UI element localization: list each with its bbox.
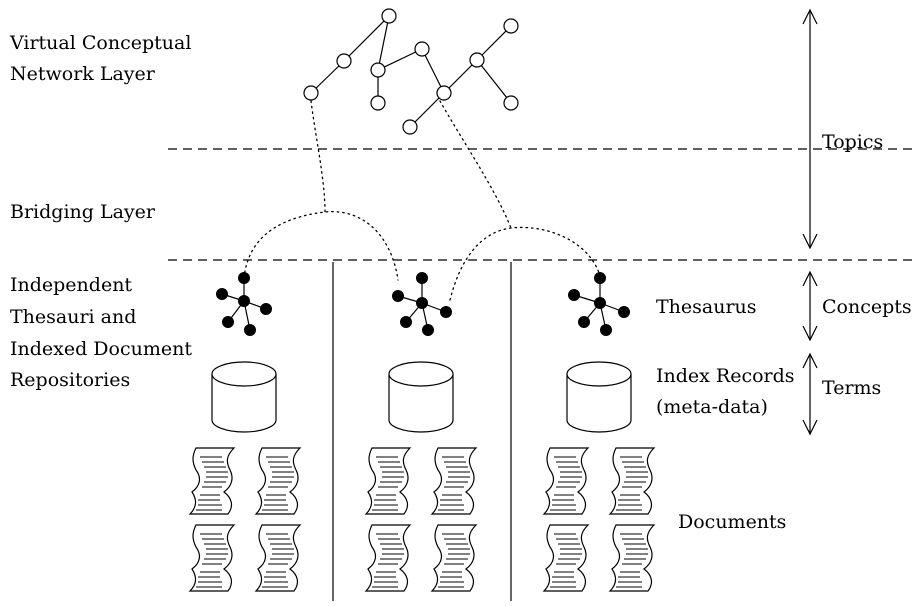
concept-node bbox=[402, 119, 418, 135]
bridging-links bbox=[243, 100, 601, 301]
independent-layer-label-line2: Thesauri and bbox=[10, 306, 136, 328]
documents-label: Documents bbox=[678, 511, 786, 533]
index-records-database bbox=[566, 361, 632, 433]
terms-scale-arrow bbox=[802, 352, 818, 436]
document-icon bbox=[609, 524, 655, 592]
concept-node bbox=[436, 85, 452, 101]
documents-group-1 bbox=[189, 447, 301, 592]
index-records-database bbox=[211, 361, 277, 433]
index-records-database bbox=[388, 361, 454, 433]
document-icon bbox=[431, 524, 477, 592]
concept-node bbox=[469, 52, 485, 68]
concept-node bbox=[381, 8, 397, 24]
documents-group-2 bbox=[365, 447, 477, 592]
thesaurus-graph-1 bbox=[216, 272, 272, 336]
topics-scale-arrow bbox=[802, 8, 818, 250]
thesaurus-label: Thesaurus bbox=[656, 296, 757, 318]
document-icon bbox=[365, 524, 411, 592]
thesaurus-graph-2 bbox=[392, 272, 452, 336]
concept-node bbox=[503, 18, 519, 34]
bridging-layer-label: Bridging Layer bbox=[10, 201, 156, 223]
document-icon bbox=[365, 447, 411, 515]
concept-node bbox=[370, 62, 386, 78]
documents-group-3 bbox=[543, 447, 655, 592]
thesaurus-graph-3 bbox=[568, 272, 630, 336]
document-icon bbox=[543, 524, 589, 592]
independent-layer-label-line3: Indexed Document bbox=[10, 338, 192, 360]
index-records-label-line1: Index Records bbox=[656, 365, 795, 387]
document-icon bbox=[431, 447, 477, 515]
document-icon bbox=[189, 524, 235, 592]
topics-scale-label: Topics bbox=[822, 131, 883, 153]
terms-scale-label: Terms bbox=[822, 377, 881, 399]
concept-node bbox=[503, 95, 519, 111]
concept-node bbox=[336, 53, 352, 69]
concepts-scale-label: Concepts bbox=[822, 296, 912, 318]
concept-node bbox=[303, 85, 319, 101]
document-icon bbox=[255, 524, 301, 592]
independent-layer-label-line4: Repositories bbox=[10, 369, 130, 391]
index-records-label-line2: (meta-data) bbox=[656, 396, 768, 418]
concept-node bbox=[370, 95, 386, 111]
virtual-layer-label-line2: Network Layer bbox=[10, 63, 156, 85]
virtual-network-graph bbox=[303, 8, 519, 135]
independent-layer-label-line1: Independent bbox=[10, 274, 132, 296]
concept-node bbox=[414, 41, 430, 57]
document-icon bbox=[609, 447, 655, 515]
document-icon bbox=[255, 447, 301, 515]
concepts-scale-arrow bbox=[802, 270, 818, 342]
virtual-layer-label-line1: Virtual Conceptual bbox=[9, 32, 191, 54]
document-icon bbox=[543, 447, 589, 515]
document-icon bbox=[189, 447, 235, 515]
